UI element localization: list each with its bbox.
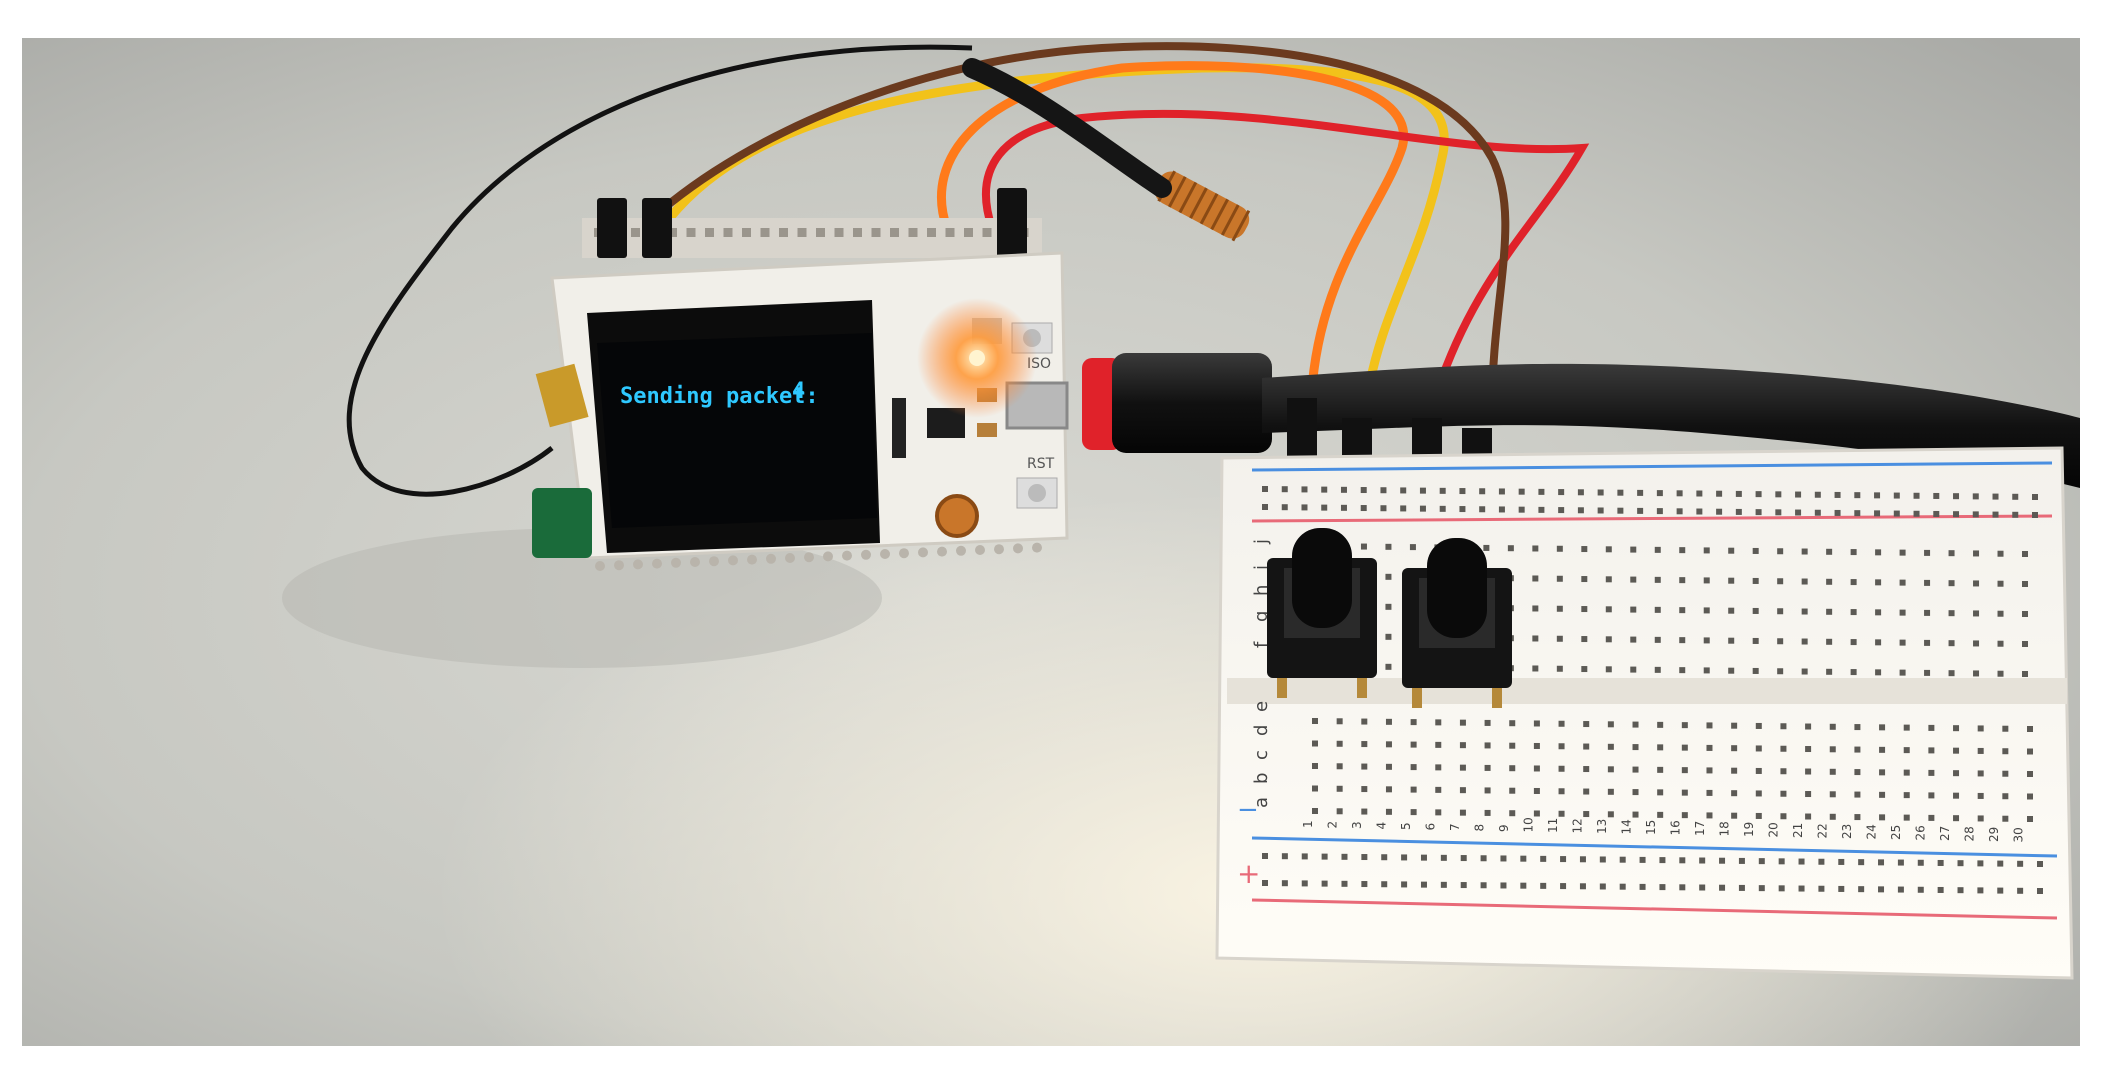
antenna-lead-wire (346, 44, 973, 497)
row-letter: i (1251, 565, 1272, 570)
rail-plus-label: + (1237, 857, 1260, 890)
column-number: 14 (1620, 819, 1634, 834)
push-button-icon (1267, 528, 1377, 698)
antenna-chip-icon (532, 488, 592, 558)
column-number: 16 (1669, 820, 1683, 835)
column-number: 29 (1987, 827, 2001, 842)
row-letter: d (1251, 725, 1272, 736)
column-number: 21 (1791, 823, 1805, 838)
row-letter: g (1251, 611, 1272, 622)
oled-message: Sending packet: (620, 384, 819, 409)
row-letter: c (1251, 750, 1272, 760)
rail-minus-label: − (1237, 795, 1259, 825)
column-number: 5 (1399, 822, 1413, 830)
column-number: 11 (1546, 818, 1560, 833)
column-number: 2 (1326, 821, 1340, 829)
column-number: 15 (1644, 820, 1658, 835)
column-number: 22 (1816, 823, 1830, 838)
red-wire (982, 109, 1590, 382)
column-number: 23 (1840, 824, 1854, 839)
column-number: 7 (1448, 823, 1462, 831)
column-number: 1 (1301, 820, 1315, 828)
rail-line-blue-top (1251, 461, 2053, 472)
row-letter: a (1251, 797, 1272, 808)
column-number: 12 (1571, 818, 1585, 833)
lora-dev-board-icon: Sending packet: 4 ISO RST (532, 188, 1069, 571)
push-button-icon (1402, 538, 1512, 708)
row-letter: f (1251, 641, 1272, 648)
column-number: 24 (1865, 824, 1879, 839)
brown-wire (618, 42, 1510, 412)
photo-scene: Sending packet: 4 ISO RST (22, 38, 2080, 1046)
row-letter: e (1251, 701, 1272, 712)
column-number: 28 (1963, 826, 1977, 841)
column-number: 30 (2012, 827, 2026, 842)
yellow-wire (657, 63, 1449, 403)
rail-line-red-bottom (1251, 898, 2058, 920)
column-number: 17 (1693, 821, 1707, 836)
column-number: 20 (1767, 822, 1781, 837)
row-letter: b (1251, 773, 1272, 784)
column-number: 27 (1938, 826, 1952, 841)
rail-line-red-top (1251, 514, 2053, 523)
column-number: 18 (1718, 821, 1732, 836)
column-number: 3 (1350, 821, 1364, 829)
column-number: 4 (1375, 822, 1389, 830)
silk-rst-label: RST (1027, 456, 1055, 472)
row-letter: j (1251, 539, 1272, 545)
column-number: 9 (1497, 824, 1511, 832)
column-number: 10 (1522, 817, 1536, 832)
orange-wire (937, 61, 1409, 393)
row-letter: h (1251, 585, 1272, 596)
column-number: 13 (1595, 819, 1609, 834)
column-number: 25 (1889, 825, 1903, 840)
oled-counter: 4 (792, 379, 805, 404)
rail-line-blue-bottom (1251, 836, 2058, 858)
column-number: 6 (1424, 823, 1438, 831)
spring-antenna-icon (962, 58, 1251, 242)
column-number: 8 (1473, 824, 1487, 832)
photo: Sending packet: 4 ISO RST (22, 38, 2080, 1046)
column-number: 19 (1742, 822, 1756, 837)
column-number: 26 (1914, 825, 1928, 840)
